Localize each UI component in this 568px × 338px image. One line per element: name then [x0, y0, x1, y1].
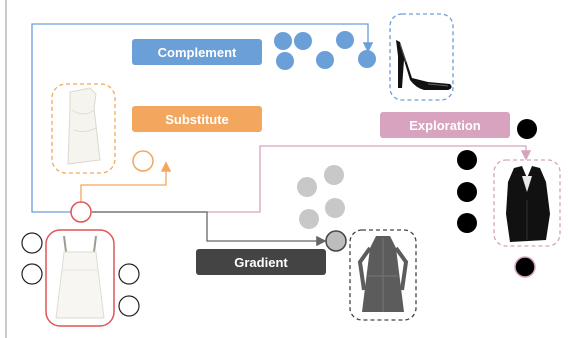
anchor-node	[70, 201, 92, 223]
substitute-frame	[51, 83, 116, 174]
black-cutout-dress-icon	[506, 166, 550, 242]
gradient-dots	[297, 165, 345, 229]
white-slip-dress-icon	[55, 235, 105, 319]
exploration-end-dot	[514, 256, 536, 278]
substitute-label: Substitute	[132, 106, 262, 132]
gradient-end-dot	[325, 230, 347, 252]
complement-path	[31, 23, 374, 213]
complement-frame	[389, 13, 454, 101]
substitute-path	[80, 161, 172, 203]
complement-label: Complement	[132, 39, 262, 65]
substitute-dot	[132, 150, 154, 172]
exploration-dots	[457, 119, 537, 233]
complement-dots	[274, 31, 376, 70]
gradient-path	[92, 211, 327, 247]
gradient-label: Gradient	[196, 249, 326, 275]
anchor-frame	[45, 229, 115, 327]
exploration-label: Exploration	[380, 112, 510, 138]
black-patent-pump-icon	[396, 40, 452, 90]
exploration-frame	[493, 159, 561, 247]
gray-shirt-dress-icon	[357, 236, 409, 312]
gradient-frame	[349, 229, 417, 321]
candidate-dots	[21, 232, 140, 317]
white-one-shoulder-dress-icon	[67, 87, 101, 165]
